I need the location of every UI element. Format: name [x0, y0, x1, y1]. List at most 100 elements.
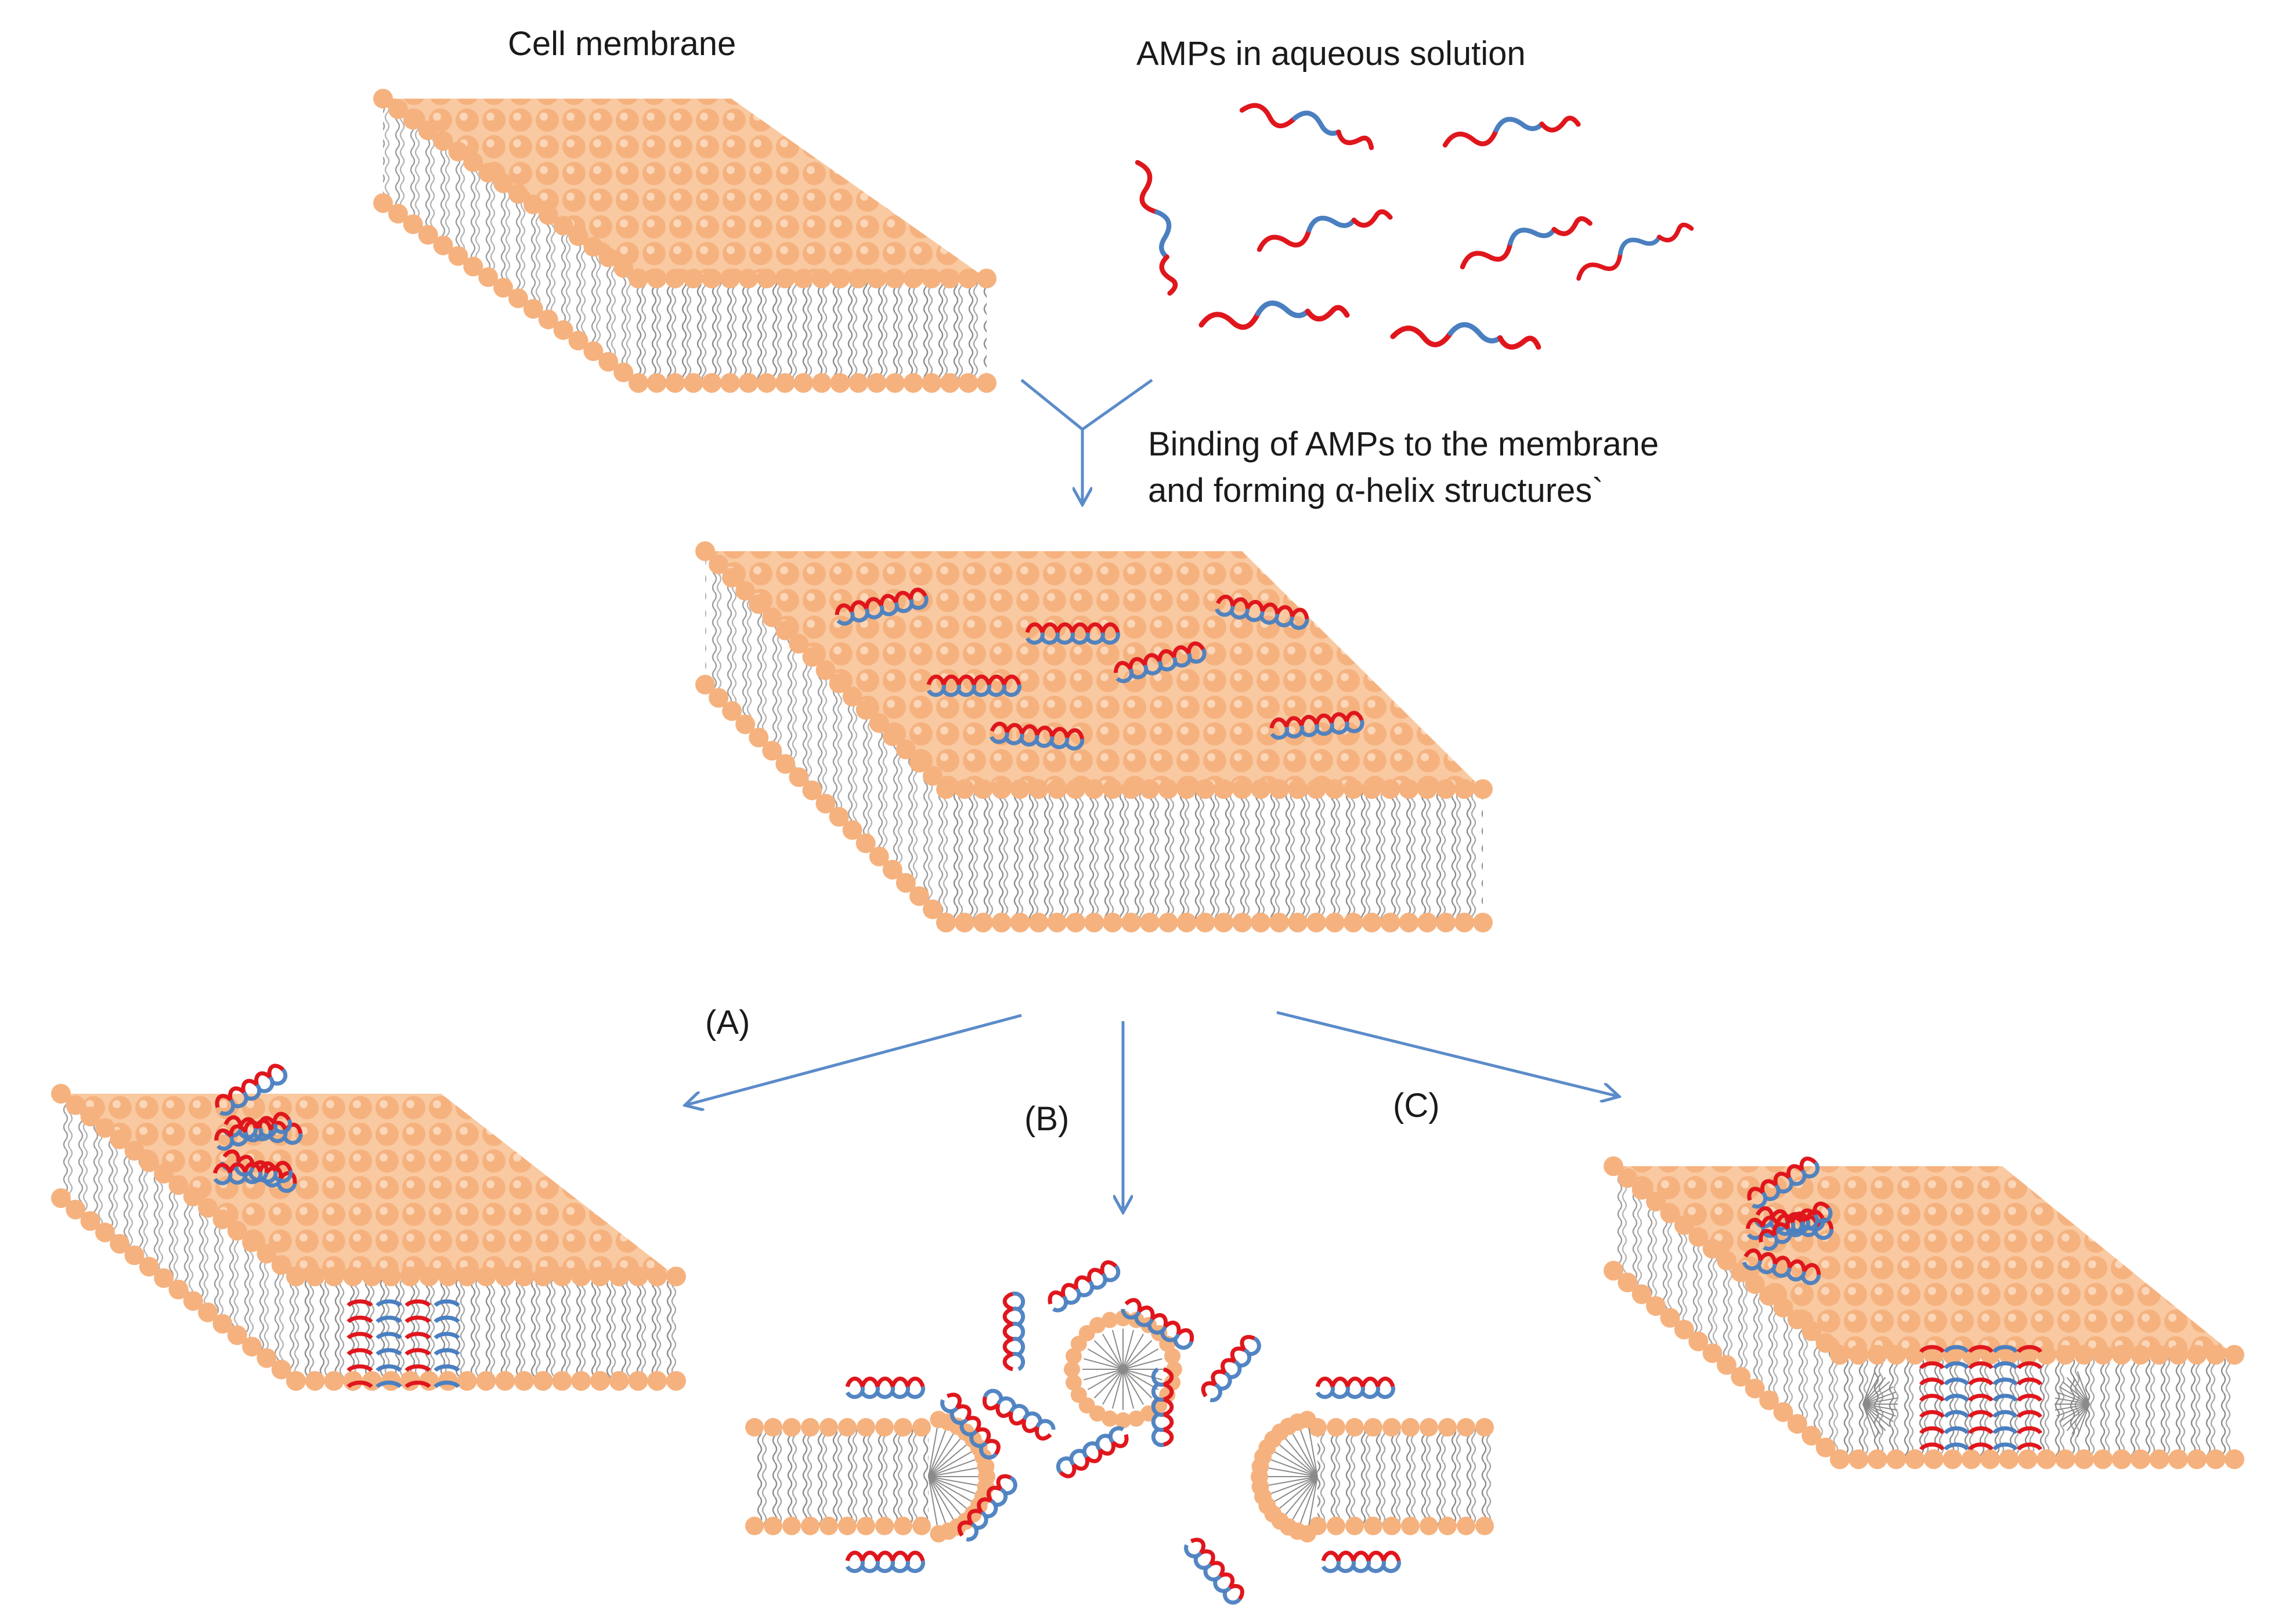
- bottom-headgroup-bead: [2111, 1449, 2132, 1469]
- helix-front-arc: [1060, 1283, 1078, 1297]
- bottom-headgroup-bead: [212, 1314, 233, 1334]
- lipid-tail: [1122, 1330, 1135, 1370]
- helix-turn: [1919, 1442, 1945, 1451]
- helix-back-arc: [238, 1127, 258, 1140]
- peptide-red-segment: [1460, 241, 1513, 270]
- helix-front-arc: [1375, 1376, 1395, 1388]
- bottom-headgroup-bead: [735, 714, 756, 735]
- peptide-blue-segment: [1306, 215, 1357, 233]
- helix-front-arc: [975, 1427, 991, 1444]
- path-b-label: (B): [1024, 1100, 1069, 1138]
- edge-headgroup-bead: [815, 660, 836, 680]
- helix-front-arc: [1162, 1412, 1174, 1432]
- helix-front-arc: [990, 721, 1009, 733]
- bottom-headgroup-bead: [762, 740, 782, 761]
- bottom-headgroup-bead: [568, 331, 588, 351]
- helix-front-arc: [1230, 597, 1250, 609]
- lipid-tail: [1270, 1476, 1318, 1495]
- edge-headgroup-bead: [1047, 779, 1067, 799]
- bottom-headgroup-bead: [757, 373, 777, 393]
- edge-headgroup-bead: [1773, 1297, 1793, 1318]
- bottom-headgroup-bead: [882, 859, 902, 880]
- helix-back-arc: [845, 1560, 865, 1574]
- helix-back-arc: [905, 1560, 925, 1574]
- helix-front-arc: [1162, 1382, 1174, 1402]
- lipid-tail: [1285, 1476, 1318, 1515]
- helix-turn: [376, 1348, 402, 1356]
- helix-back-arc: [1078, 1279, 1095, 1297]
- helix-back-arc: [979, 1445, 998, 1460]
- helix-front-arc: [267, 1064, 285, 1078]
- helix-front-arc: [1100, 622, 1120, 634]
- bottom-headgroup-bead: [418, 225, 438, 245]
- helix-back-arc: [258, 1076, 275, 1094]
- left-face-tails: [1613, 1166, 1840, 1459]
- lipid-tail: [1087, 1348, 1124, 1370]
- helix-turn: [1967, 1442, 1994, 1451]
- lipid-tail: [1270, 1459, 1318, 1477]
- alpha-helix: [1025, 622, 1120, 645]
- helix-front-arc: [956, 674, 976, 686]
- lipid-tail: [1862, 1373, 1881, 1405]
- bottom-headgroup-bead: [1943, 1449, 1963, 1469]
- headgroup-bead: [1345, 1418, 1364, 1437]
- bottom-headgroup-bead: [403, 214, 423, 234]
- helix-back-arc: [1009, 1404, 1030, 1415]
- edge-headgroup-bead: [775, 269, 795, 288]
- helix-front-arc: [879, 594, 898, 606]
- helix-turn: [1919, 1377, 1945, 1386]
- helix-back-arc: [1360, 1386, 1380, 1399]
- helix-front-arc: [1055, 622, 1075, 634]
- edge-headgroup-bead: [1867, 1345, 1887, 1365]
- helix-front-arc: [223, 1115, 243, 1127]
- edge-headgroup-bead: [493, 173, 514, 193]
- helix-back-arc: [875, 1560, 895, 1574]
- barrel-stave-pore: [212, 1064, 460, 1388]
- edge-headgroup-bead: [735, 581, 756, 601]
- helix-turn: [346, 1380, 373, 1388]
- helix-front-arc: [1074, 1275, 1092, 1290]
- headgroup-bead: [1401, 1418, 1420, 1437]
- bottom-headgroup-bead: [1830, 1449, 1850, 1469]
- helix-front-arc: [1216, 594, 1235, 606]
- amps-solution-label: AMPs in aqueous solution: [1136, 35, 1526, 73]
- helix-front-arc: [941, 674, 961, 686]
- helix-front-arc: [986, 1485, 1002, 1502]
- helix-front-arc: [987, 674, 1006, 686]
- edge-headgroup-bead: [1801, 1321, 1822, 1341]
- bottom-headgroup-bead: [1251, 913, 1271, 932]
- edge-headgroup-bead: [1232, 779, 1252, 799]
- alpha-helix: [1215, 594, 1309, 630]
- helix-back-arc: [1115, 668, 1134, 683]
- helix-front-arc: [1799, 1156, 1817, 1171]
- transmembrane-helix: [434, 1299, 460, 1388]
- helix-front-arc: [1758, 1252, 1777, 1264]
- helix-turn: [405, 1315, 431, 1323]
- peptide-blue-segment: [1255, 300, 1310, 319]
- lipid-tail: [928, 1433, 954, 1477]
- carpet-helix: [1184, 1538, 1244, 1605]
- helix-back-arc: [1055, 632, 1075, 645]
- helix-back-arc: [1763, 1234, 1779, 1251]
- edge-headgroup-bead: [2187, 1345, 2207, 1365]
- clustered-helix: [1747, 1156, 1820, 1209]
- headgroup-bead: [1475, 1517, 1494, 1535]
- edge-headgroup-bead: [903, 269, 923, 288]
- bottom-headgroup-bead: [1848, 1449, 1869, 1469]
- bottom-headgroup-bead: [1787, 1414, 1807, 1434]
- lipid-tail: [1862, 1377, 1886, 1405]
- alpha-helix: [835, 587, 929, 626]
- edge-headgroup-bead: [1399, 779, 1419, 799]
- helix-turn: [405, 1380, 431, 1388]
- helix-front-arc: [1759, 1229, 1777, 1243]
- amp-peptide: [1442, 115, 1581, 148]
- helix-back-arc: [252, 1129, 273, 1141]
- helix-back-arc: [1012, 1307, 1026, 1326]
- helix-back-arc: [1315, 722, 1334, 736]
- edge-headgroup-bead: [2149, 1345, 2169, 1365]
- lipid-tail: [2071, 1373, 2090, 1405]
- helix-back-arc: [1778, 1176, 1794, 1194]
- headgroup-bead: [819, 1418, 838, 1437]
- helix-back-arc: [1219, 1371, 1232, 1391]
